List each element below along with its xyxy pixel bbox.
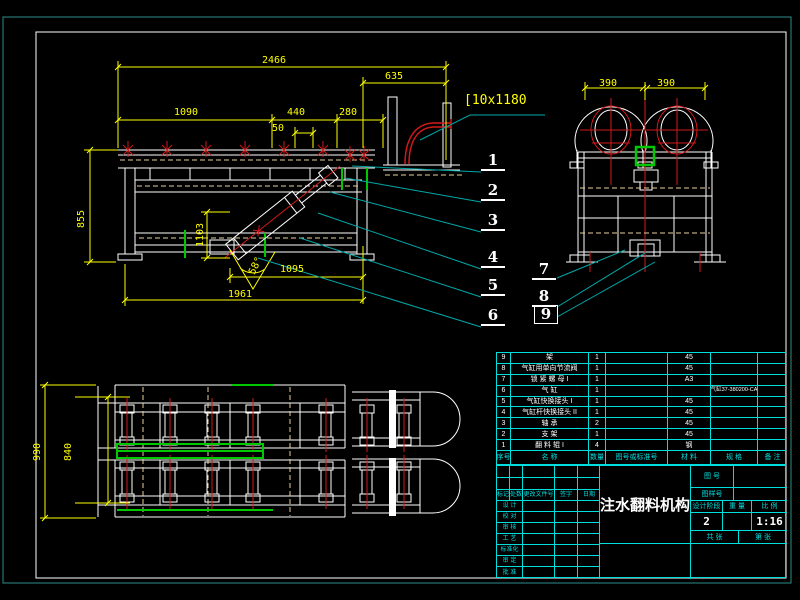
sig-row-label: 审 核 (497, 523, 523, 533)
dim-990: 990 (32, 442, 43, 461)
sig-row-label: 校 对 (497, 512, 523, 522)
sheet-frame (2, 16, 792, 584)
dim-1961: 1961 (228, 289, 253, 300)
front-view-geometry (566, 90, 726, 272)
channel-note: [10x1180 (464, 93, 527, 108)
pattern-no-label: 图样号 (691, 488, 734, 500)
dimension-lines (40, 61, 709, 522)
dim-1095: 1095 (280, 264, 305, 275)
sig-row-label: 批 准 (497, 567, 523, 578)
dim-2466: 2466 (262, 55, 287, 66)
sheet-of-label: 第 张 (755, 533, 771, 541)
sig-row-label: 审 定 (497, 556, 523, 566)
dim-635: 635 (385, 71, 404, 82)
dim-50: 50 (272, 123, 285, 134)
callout-8: 8 (532, 287, 556, 308)
dim-840: 840 (63, 442, 74, 461)
scale-label: 比 例 (761, 503, 778, 510)
dim-855: 855 (76, 209, 87, 228)
sig-row-label: 标准化 (497, 545, 523, 555)
weight-label: 重 量 (723, 501, 752, 512)
date-label: 日期 (582, 492, 595, 498)
hydraulic-cylinder (223, 164, 341, 261)
title-block: 标记处数更改文件号签字日期 设 计 校 对 审 核 工 艺 标准化 审 定 批 … (496, 465, 787, 579)
dim-390-right: 390 (657, 78, 676, 89)
dim-280: 280 (339, 107, 358, 118)
change-doc-label: 更改文件号 (523, 490, 555, 500)
callout-5: 5 (481, 276, 505, 297)
dim-390-left: 390 (599, 78, 618, 89)
side-view-geometry (117, 96, 465, 261)
empty-cell (600, 544, 691, 579)
callout-4: 4 (481, 248, 505, 269)
red-pipe-elbow (404, 119, 452, 165)
scale-value: 1:16 (756, 515, 783, 528)
mark-label: 标记 (497, 490, 510, 500)
stage-label: 设计阶段 (691, 501, 723, 512)
dim-440: 440 (287, 107, 306, 118)
count-label: 处数 (510, 490, 523, 500)
signature-grid: 标记处数更改文件号签字日期 设 计 校 对 审 核 工 艺 标准化 审 定 批 … (497, 466, 600, 579)
bom-header-row: 序号名 称数量图号或标准号材 料规 格备 注 (497, 451, 785, 465)
callout-9: 9 (534, 305, 558, 325)
sig-row-label: 工 艺 (497, 534, 523, 544)
dim-1090: 1090 (174, 107, 199, 118)
callout-2: 2 (481, 181, 505, 202)
callout-6: 6 (481, 306, 505, 327)
callout-3: 3 (481, 211, 505, 232)
green-highlight-box (634, 145, 656, 167)
leader-lines (257, 114, 656, 328)
drawing-no-label: 图 号 (691, 466, 734, 487)
callout-1: 1 (481, 151, 505, 172)
total-sheets-label: 共 张 (691, 531, 739, 543)
dim-1103: 1103 (195, 222, 206, 247)
plan-view-geometry (48, 384, 461, 519)
sign-label: 签字 (555, 490, 578, 500)
callout-7: 7 (532, 260, 556, 281)
sig-row-label: 设 计 (497, 501, 523, 511)
sheet-number: 2 (691, 513, 723, 530)
part-title: 注水翻料机构 (600, 466, 691, 544)
